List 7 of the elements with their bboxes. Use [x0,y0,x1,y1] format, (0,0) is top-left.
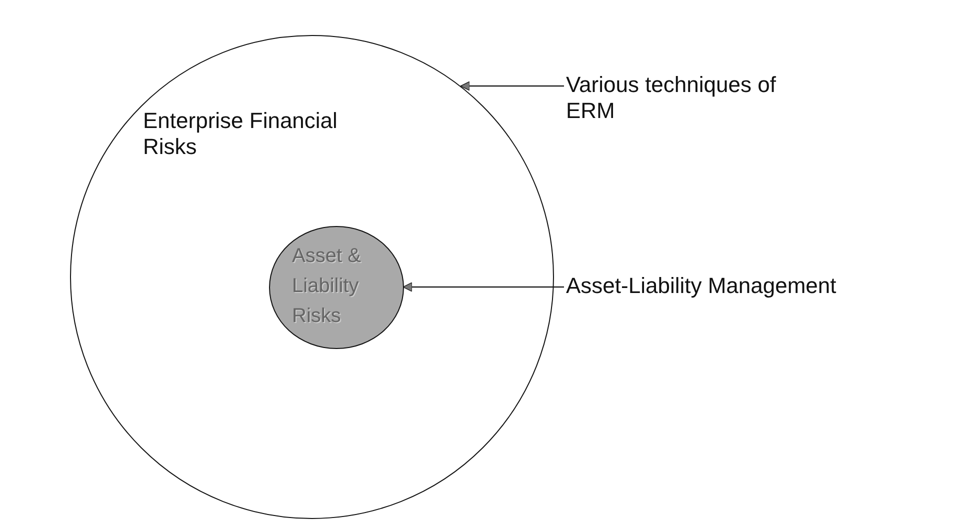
arrow [460,81,564,91]
callout-text: Various techniques of ERM [566,72,801,124]
region-label: Enterprise Financial Risks [143,108,338,160]
arrow [402,282,564,292]
circle-region [70,35,554,519]
callout-text: Asset-Liability Management [566,273,866,299]
region-label: Asset & Liability Risks [292,244,362,329]
